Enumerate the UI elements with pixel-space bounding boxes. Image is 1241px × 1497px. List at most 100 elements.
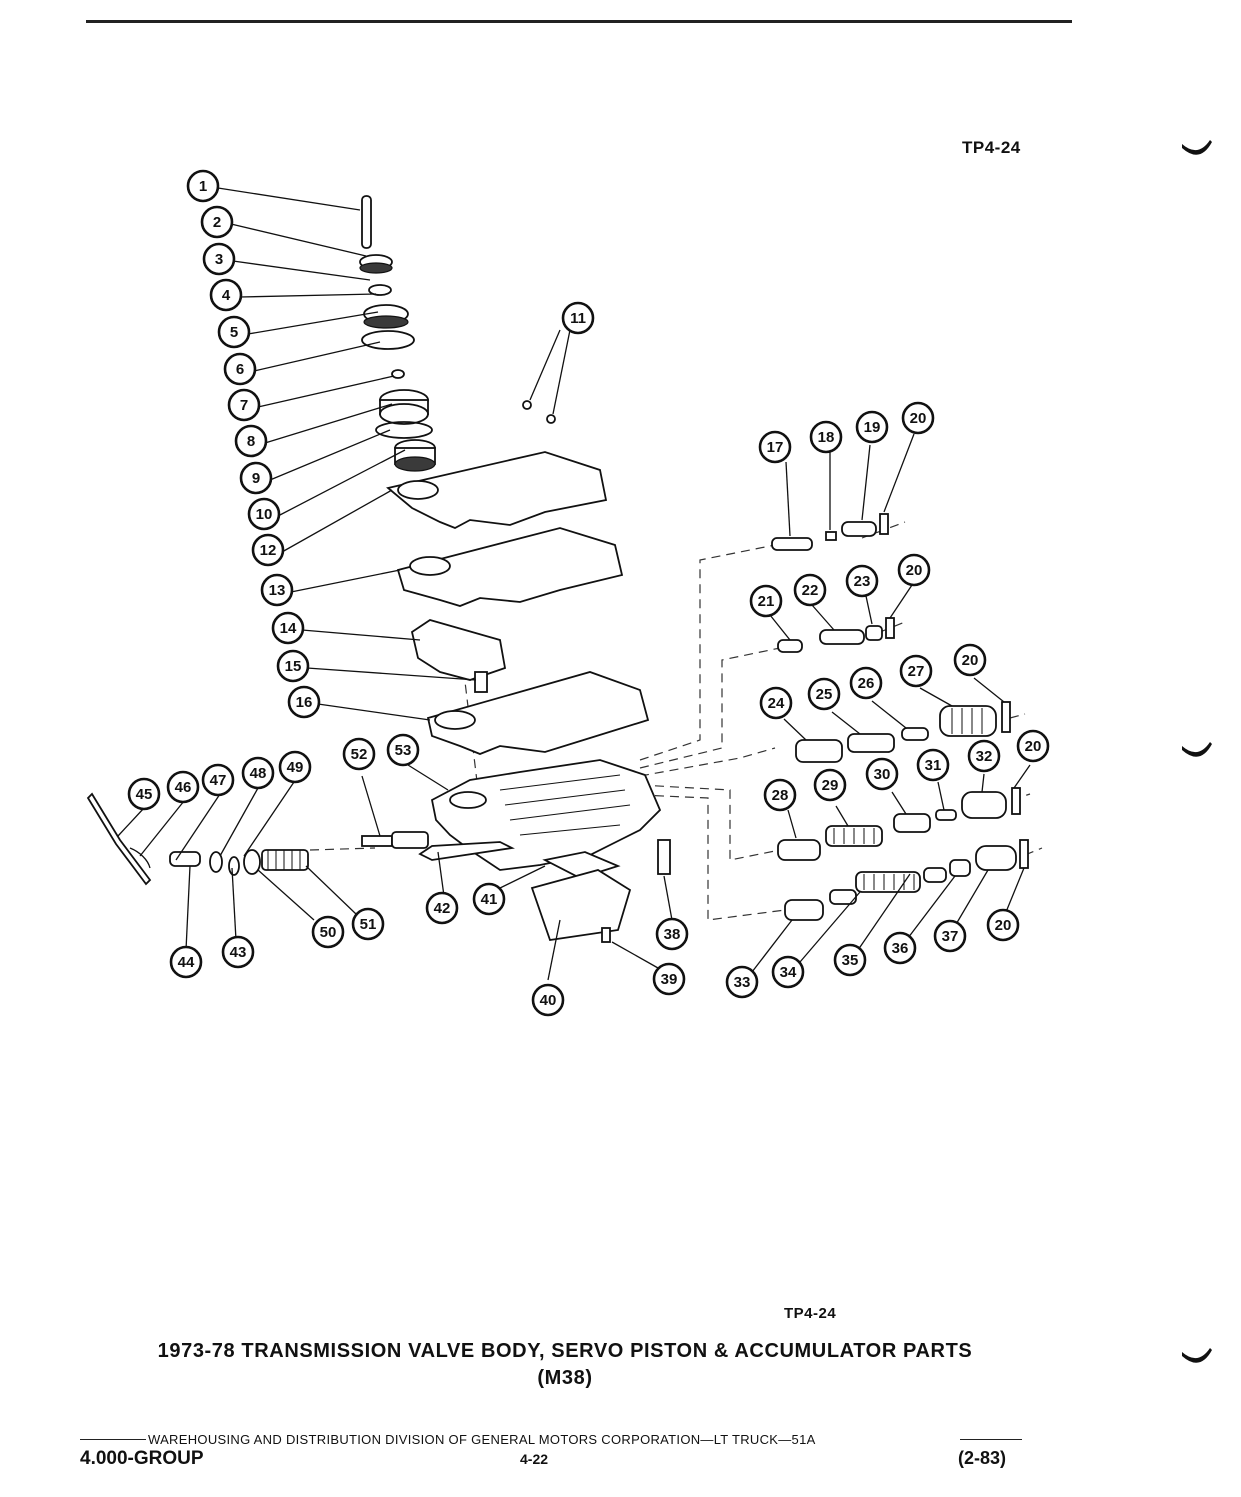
callout-number: 15 <box>285 658 302 675</box>
callout-circle <box>247 497 281 531</box>
callout-15: 15 <box>276 649 310 683</box>
callout-number: 49 <box>287 759 304 776</box>
callout-circle <box>127 777 161 811</box>
callout-circle <box>386 733 420 767</box>
revision-date: (2-83) <box>958 1448 1007 1468</box>
callout-34: 34 <box>771 955 805 989</box>
callout-circle <box>655 917 689 951</box>
callout-circle <box>901 401 935 435</box>
callout-number: 50 <box>320 924 337 941</box>
callout-circle <box>200 205 234 239</box>
callout-39: 39 <box>652 962 686 996</box>
callout-circle <box>849 666 883 700</box>
callout-circle <box>241 756 275 790</box>
callout-circle <box>813 768 847 802</box>
callout-circle <box>986 908 1020 942</box>
callout-circle <box>227 388 261 422</box>
callout-number: 8 <box>247 433 255 450</box>
callout-circle <box>425 891 459 925</box>
callout-number: 11 <box>570 310 586 327</box>
callout-circle <box>169 945 203 979</box>
callout-number: 25 <box>816 686 833 703</box>
callout-36: 36 <box>883 931 917 965</box>
callout-47: 47 <box>201 763 235 797</box>
callout-circle <box>531 983 565 1017</box>
callout-number: 24 <box>768 695 785 712</box>
callout-number: 20 <box>995 917 1012 934</box>
callout-circle <box>166 770 200 804</box>
callout-22: 22 <box>793 573 827 607</box>
callout-number: 3 <box>215 251 223 268</box>
callout-circle <box>278 750 312 784</box>
linkage-parts <box>86 792 309 886</box>
figure-code-bottom: TP4-24 <box>784 1305 837 1322</box>
callout-number: 7 <box>240 397 248 414</box>
valve-body <box>430 759 671 875</box>
callout-7: 7 <box>227 388 261 422</box>
callout-18: 18 <box>809 420 843 454</box>
callout-number: 10 <box>256 506 273 523</box>
callout-8: 8 <box>234 424 268 458</box>
callout-number: 26 <box>858 675 875 692</box>
callout-number: 38 <box>664 926 681 943</box>
callout-circle <box>1016 729 1050 763</box>
callout-28: 28 <box>763 778 797 812</box>
callout-number: 42 <box>434 900 451 917</box>
callout-number: 1 <box>199 178 207 195</box>
callout-number: 2 <box>213 214 221 231</box>
callout-circle <box>186 169 220 203</box>
callout-circle <box>845 564 879 598</box>
callout-number: 27 <box>908 663 925 680</box>
callout-16: 16 <box>287 685 321 719</box>
callout-25: 25 <box>807 677 841 711</box>
callout-layer: 1234567891011121314151617181920212223202… <box>127 169 1050 1017</box>
callout-number: 32 <box>976 748 993 765</box>
callout-46: 46 <box>166 770 200 804</box>
callout-45: 45 <box>127 777 161 811</box>
callout-circle <box>260 573 294 607</box>
callout-circle <box>865 757 899 791</box>
callout-51: 51 <box>351 907 385 941</box>
callout-20: 20 <box>901 401 935 435</box>
callout-number: 48 <box>250 765 267 782</box>
callout-6: 6 <box>223 352 257 386</box>
callout-49: 49 <box>278 750 312 784</box>
callout-19: 19 <box>855 410 889 444</box>
callout-circle <box>271 611 305 645</box>
callout-number: 12 <box>260 542 277 559</box>
callout-37: 37 <box>933 919 967 953</box>
callout-number: 33 <box>734 974 751 991</box>
callout-number: 20 <box>910 410 927 427</box>
callout-14: 14 <box>271 611 305 645</box>
callout-circle <box>472 882 506 916</box>
callout-20: 20 <box>986 908 1020 942</box>
callout-circle <box>883 931 917 965</box>
callout-circle <box>223 352 257 386</box>
callout-number: 47 <box>210 772 227 789</box>
callout-circle <box>287 685 321 719</box>
callout-number: 17 <box>767 439 784 456</box>
callout-number: 40 <box>540 992 557 1009</box>
callout-number: 39 <box>661 971 678 988</box>
leader-lines <box>117 187 1031 981</box>
callout-number: 13 <box>269 582 286 599</box>
callout-35: 35 <box>833 943 867 977</box>
diagram-subtitle: (M38) <box>537 1367 593 1389</box>
callout-circle <box>759 686 793 720</box>
callout-41: 41 <box>472 882 506 916</box>
callout-number: 19 <box>864 419 881 436</box>
footer-rule-left <box>80 1439 146 1440</box>
callout-20: 20 <box>897 553 931 587</box>
callout-40: 40 <box>531 983 565 1017</box>
callout-29: 29 <box>813 768 847 802</box>
callout-33: 33 <box>725 965 759 999</box>
callout-4: 4 <box>209 278 243 312</box>
callout-5: 5 <box>217 315 251 349</box>
callout-number: 9 <box>252 470 260 487</box>
callout-circle <box>251 533 285 567</box>
callout-number: 35 <box>842 952 859 969</box>
callout-number: 53 <box>395 742 412 759</box>
callout-number: 29 <box>822 777 839 794</box>
callout-32: 32 <box>967 739 1001 773</box>
